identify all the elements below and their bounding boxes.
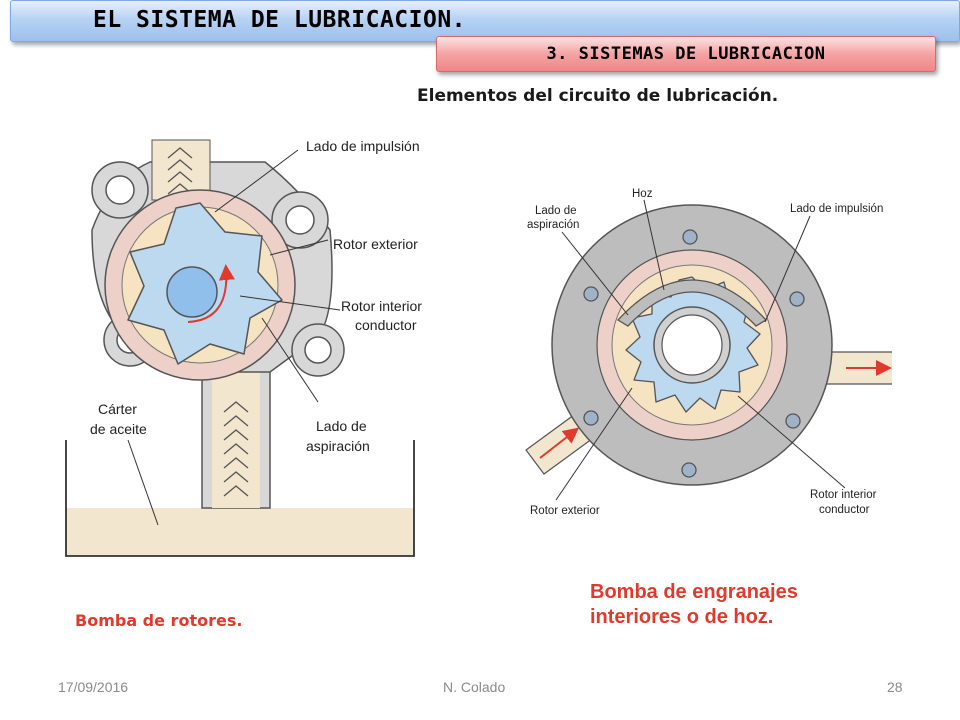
footer-author: N. Colado xyxy=(443,679,506,695)
label-rotor-exterior: Rotor exterior xyxy=(333,236,418,252)
label-carter: Cárter xyxy=(98,401,137,417)
label-carter-2: de aceite xyxy=(90,421,147,437)
footer-date: 17/09/2016 xyxy=(58,679,129,695)
label-lado-aspiracion-r: Lado de xyxy=(535,205,577,217)
diagram-subtitle: Elementos del circuito de lubricación. xyxy=(417,86,779,106)
oil-sump xyxy=(65,440,415,557)
inlet-flow-arrow xyxy=(539,427,580,459)
section-title: 3. SISTEMAS DE LUBRICACION xyxy=(546,44,826,64)
crescent xyxy=(616,279,768,327)
label-hoz: Hoz xyxy=(632,188,653,200)
label-lado-impulsion-r: Lado de impulsión xyxy=(790,203,883,215)
label-rotor-interior-2: conductor xyxy=(355,317,417,333)
drive-shaft xyxy=(166,266,218,318)
label-lado-aspiracion-2: aspiración xyxy=(306,438,370,454)
rotation-arrow xyxy=(187,264,235,323)
label-rotor-exterior-r: Rotor exterior xyxy=(530,505,600,517)
rotor-pump-diagram: Lado de impulsión Rotor exterior Rotor i… xyxy=(65,138,422,557)
left-leader-lines xyxy=(127,149,341,526)
label-lado-impulsion: Lado de impulsión xyxy=(306,138,420,154)
gear-bore xyxy=(661,314,723,376)
caption-bomba-engranajes-line2: interiores o de hoz. xyxy=(590,606,774,628)
caption-bomba-engranajes: Bomba de engranajes interiores o de hoz. xyxy=(590,580,798,630)
crescent-pump-diagram: Hoz Lado de aspiración Lado de impulsión… xyxy=(525,188,892,517)
label-lado-aspiracion: Lado de xyxy=(316,418,367,434)
section-banner: 3. SISTEMAS DE LUBRICACION xyxy=(436,36,936,72)
title-banner: EL SISTEMA DE LUBRICACION. xyxy=(10,0,960,42)
caption-bomba-rotores: Bomba de rotores. xyxy=(75,611,243,630)
right-leader-lines xyxy=(555,199,846,501)
label-rotor-interior-r: Rotor interior xyxy=(810,489,877,501)
slide-title: EL SISTEMA DE LUBRICACION. xyxy=(93,7,467,33)
label-rotor-interior-r-2: conductor xyxy=(819,504,870,516)
housing-bolts xyxy=(583,229,805,478)
caption-bomba-engranajes-line1: Bomba de engranajes xyxy=(590,581,798,603)
label-lado-aspiracion-r-2: aspiración xyxy=(527,219,579,231)
label-rotor-interior: Rotor interior xyxy=(341,298,422,314)
footer-page-number: 28 xyxy=(887,679,903,695)
